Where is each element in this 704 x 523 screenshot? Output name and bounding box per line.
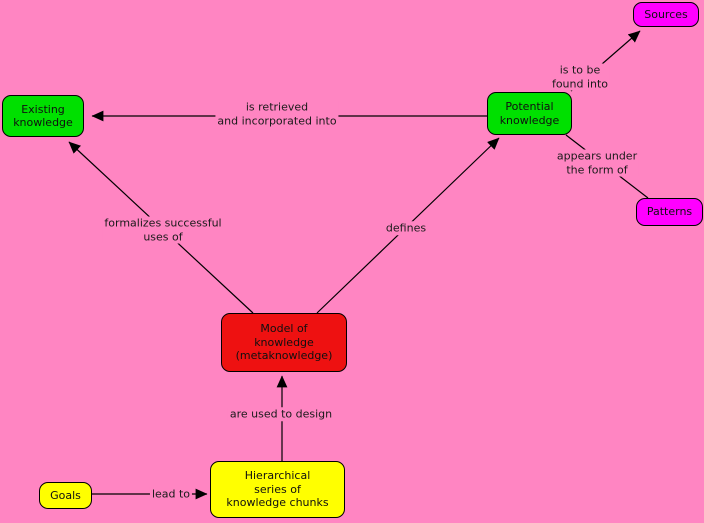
edge-label-line: are used to design: [229, 407, 333, 421]
node-label: Sources: [644, 7, 688, 21]
node-label: Potential: [505, 100, 554, 113]
edge-label-formalizes[interactable]: formalizes successful uses of: [102, 216, 224, 244]
edge-label-line: and incorporated into: [217, 114, 337, 127]
node-label: (metaknowledge): [235, 349, 333, 363]
node-hierarchical-series[interactable]: Hierarchical series of knowledge chunks: [210, 461, 345, 518]
node-label: Existing: [21, 102, 65, 116]
edge-label-line: appears under: [556, 149, 638, 163]
edge-label-line: lead to: [151, 487, 191, 501]
node-label: knowledge: [13, 116, 73, 129]
edge-label-line: found into: [551, 77, 609, 90]
edge-label-is-retrieved[interactable]: is retrieved and incorporated into: [215, 100, 339, 128]
edge-label-line: defines: [385, 221, 427, 235]
node-goals[interactable]: Goals: [39, 482, 92, 509]
edge-label-is-to-be-found[interactable]: is to be found into: [549, 63, 611, 91]
node-existing-knowledge[interactable]: Existing knowledge: [2, 95, 84, 137]
edge-label-line: formalizes successful: [104, 216, 222, 230]
node-label: Model of: [260, 322, 308, 336]
node-label: knowledge: [254, 335, 314, 349]
node-potential-knowledge[interactable]: Potential knowledge: [487, 92, 572, 135]
edge-label-appears-under[interactable]: appears under the form of: [554, 149, 640, 177]
edge-label-are-used-to-design[interactable]: are used to design: [227, 407, 335, 421]
node-patterns[interactable]: Patterns: [636, 198, 703, 226]
node-sources[interactable]: Sources: [633, 2, 699, 27]
node-label: knowledge chunks: [226, 496, 329, 510]
edge-label-defines[interactable]: defines: [383, 221, 429, 235]
edge-label-line: is to be: [559, 63, 601, 77]
node-model-of-knowledge[interactable]: Model of knowledge (metaknowledge): [221, 313, 347, 372]
edge-label-line: the form of: [566, 163, 628, 176]
node-label: Patterns: [646, 205, 693, 219]
edge-label-line: is retrieved: [245, 100, 309, 114]
node-label: Goals: [50, 488, 81, 502]
edge-label-lead-to[interactable]: lead to: [149, 487, 193, 501]
node-label: Hierarchical: [244, 469, 311, 483]
node-label: knowledge: [499, 113, 560, 127]
edge-label-line: uses of: [143, 230, 183, 243]
node-label: series of: [254, 482, 301, 496]
